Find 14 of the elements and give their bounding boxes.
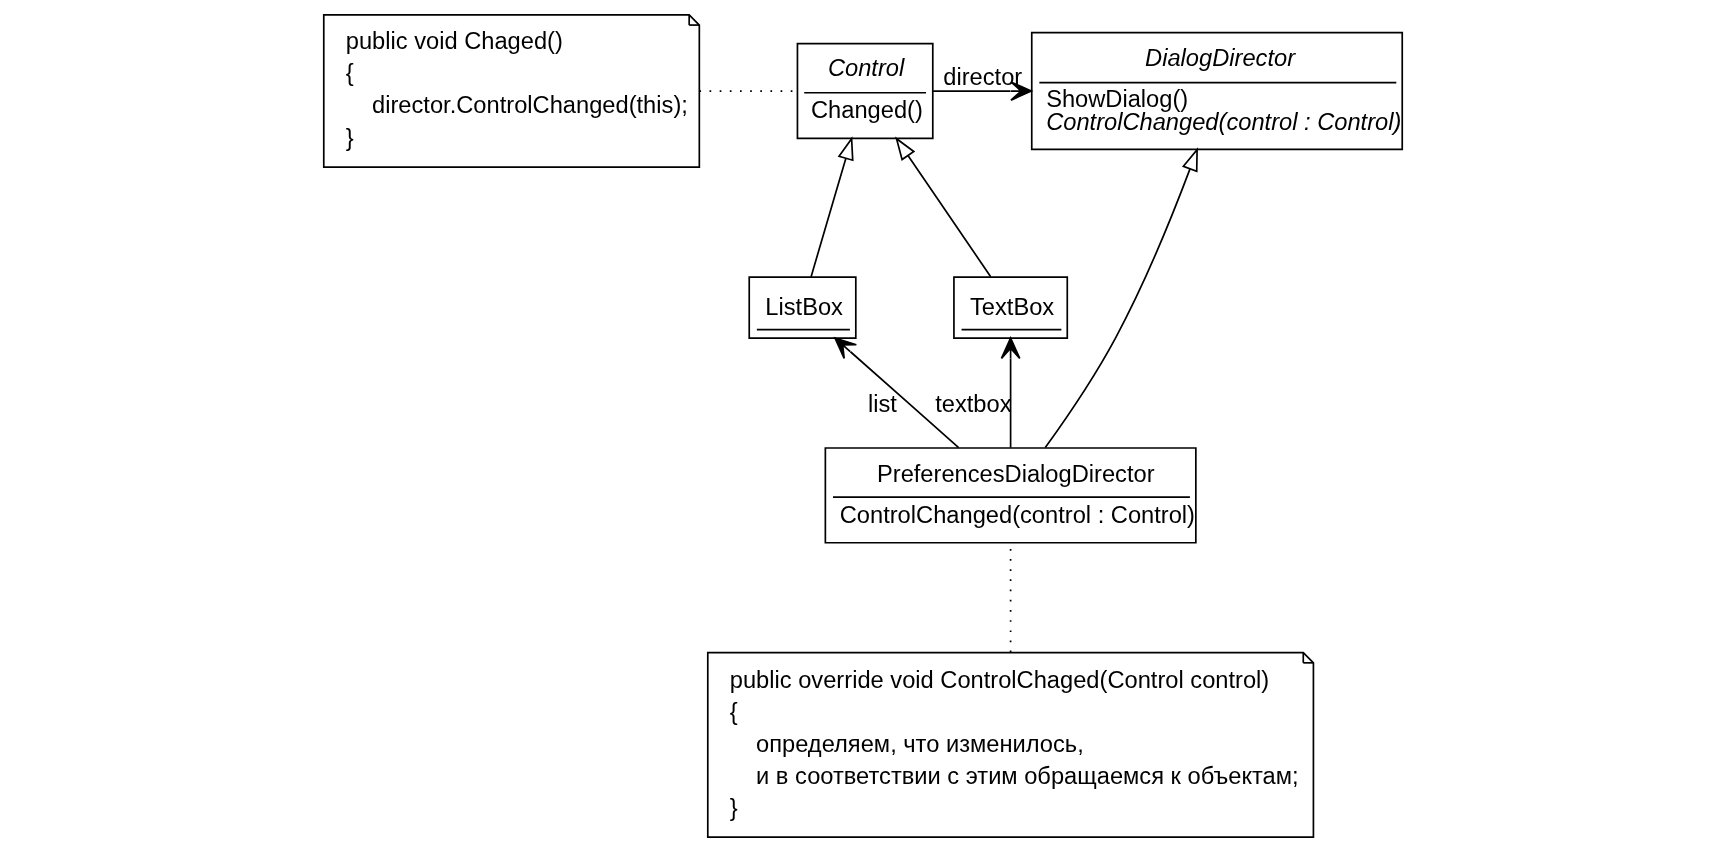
edge-label: textbox [934, 391, 1012, 418]
arrow [809, 136, 854, 278]
arrow [894, 136, 991, 278]
node-box: TextBox [952, 276, 1068, 339]
edge-label: director [942, 63, 1022, 90]
node-box: PreferencesDialogDirector ControlChanged(control : Control) [824, 447, 1197, 544]
arrow [1043, 147, 1198, 449]
arrow [931, 81, 1032, 102]
node-box: DialogDirector ShowDialog() ControlChanged(control : Control) [1030, 31, 1403, 151]
node-box: Control Changed() [796, 42, 934, 140]
arrow [1000, 337, 1021, 449]
node-box: ListBox [747, 276, 857, 339]
arrow [833, 337, 959, 449]
edge-label: list [867, 390, 897, 417]
